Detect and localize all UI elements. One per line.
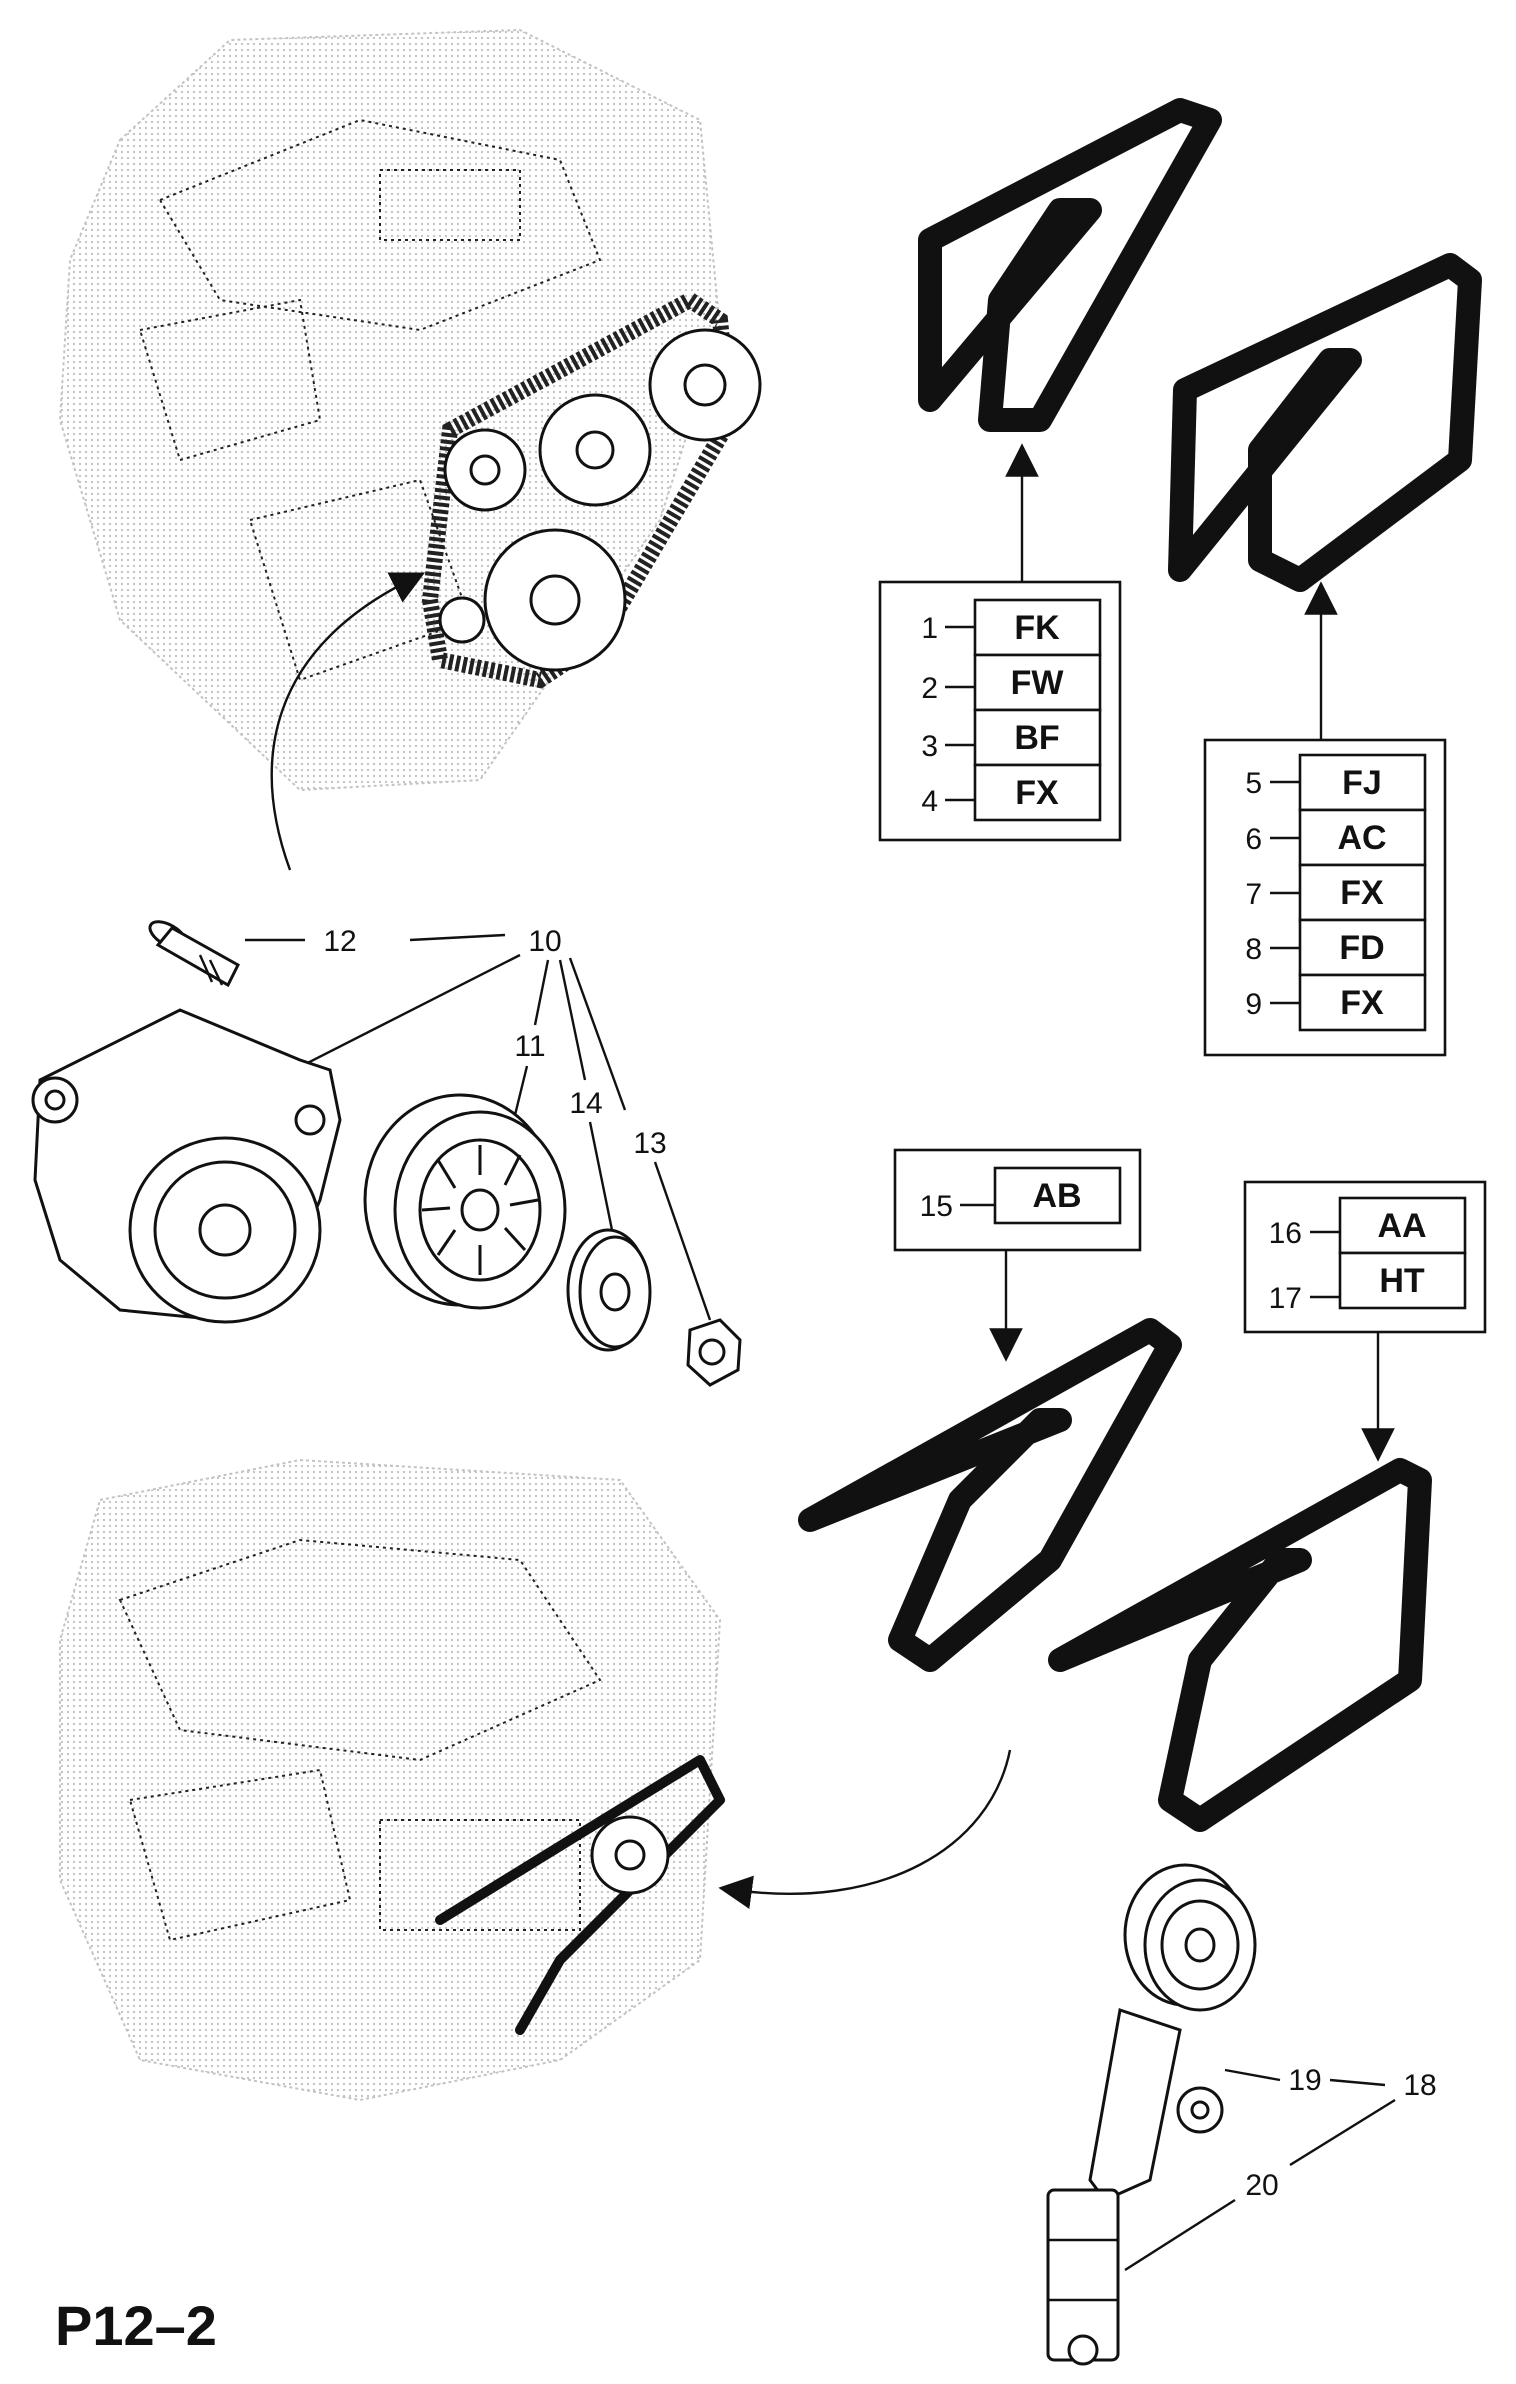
washer [566, 1228, 652, 1352]
code-ac: AC [1337, 819, 1386, 857]
leader-10-11 [533, 959, 550, 1026]
leader-10-13 [568, 957, 627, 1111]
code-fx: FX [1340, 874, 1384, 912]
callout-5: 5 [1245, 767, 1262, 800]
leader-13 [653, 1161, 712, 1321]
callout-3: 3 [921, 730, 938, 763]
callout-16: 16 [1269, 1217, 1302, 1250]
belt-illustration-3 [798, 1318, 1182, 1672]
code-ht: HT [1379, 1262, 1425, 1300]
code-bf: BF [1014, 719, 1059, 757]
code-aa: AA [1377, 1207, 1426, 1245]
tensioner-housing [31, 1008, 342, 1324]
page-id: P12–2 [55, 2294, 217, 2357]
leader-12-10 [409, 933, 506, 942]
code-fd: FD [1339, 929, 1384, 967]
callout-6: 6 [1245, 823, 1262, 856]
leader-20 [1124, 2198, 1236, 2272]
code-box-a: 1 2 3 4 FK FW BF FX [878, 580, 1122, 842]
callout-2: 2 [921, 672, 938, 705]
idler-pulley [363, 1093, 567, 1310]
belt-illustration-2 [1168, 253, 1482, 592]
callout-15: 15 [920, 1190, 953, 1223]
callout-19: 19 [1288, 2064, 1321, 2097]
code-fj: FJ [1342, 764, 1382, 802]
callout-7: 7 [1245, 878, 1262, 911]
callout-4: 4 [921, 785, 938, 818]
callout-14: 14 [569, 1087, 602, 1120]
pulley-4 [438, 596, 486, 644]
bolt-part [148, 920, 240, 988]
callout-13: 13 [633, 1127, 666, 1160]
callout-9: 9 [1245, 988, 1262, 1021]
callout-18: 18 [1403, 2069, 1436, 2102]
engine-illustration-bottom [59, 1458, 725, 2102]
belt-illustration-1 [918, 98, 1222, 432]
tensioner-assembly [1046, 1863, 1257, 2366]
callout-10: 10 [528, 925, 561, 958]
code-box-c: 15 AB [893, 1148, 1142, 1252]
engine-illustration-top [58, 28, 762, 792]
callout-11: 11 [514, 1030, 545, 1063]
code-fx: FX [1015, 774, 1059, 812]
nut [686, 1318, 742, 1387]
callout-8: 8 [1245, 933, 1262, 966]
belt-drive-bottom [435, 1755, 725, 2035]
callout-1: 1 [921, 612, 938, 645]
curved-arrow-bottom [718, 1749, 1012, 1909]
belt-illustration-4 [1048, 1458, 1432, 1832]
leader-18-20 [1289, 2098, 1396, 2167]
callout-20: 20 [1245, 2169, 1278, 2202]
leader-14 [588, 1121, 614, 1231]
leader-10-14 [558, 959, 587, 1081]
leader-11 [513, 1065, 529, 1116]
code-fx: FX [1340, 984, 1384, 1022]
callout-17: 17 [1269, 1282, 1302, 1315]
code-fk: FK [1014, 609, 1060, 647]
curved-arrow-top [270, 572, 426, 871]
code-box-b: 5 6 7 8 9 FJ AC FX FD FX [1203, 738, 1447, 1057]
code-ab: AB [1032, 1177, 1081, 1215]
code-box-d: 16 17 AA HT [1243, 1180, 1487, 1334]
leader-19-18 [1329, 2078, 1386, 2087]
code-fw: FW [1011, 664, 1065, 702]
callout-12: 12 [323, 925, 356, 958]
leader-19 [1224, 2068, 1281, 2082]
